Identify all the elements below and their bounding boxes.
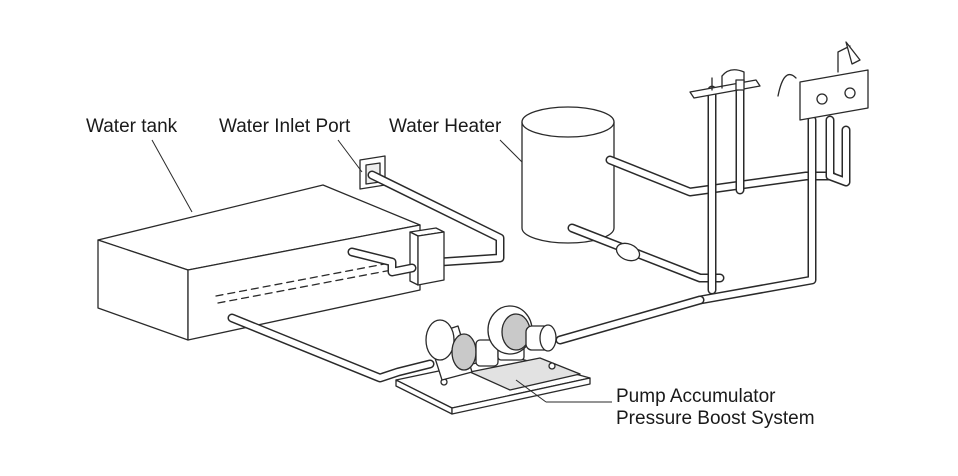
label-water-heater: Water Heater xyxy=(389,116,502,137)
label-pump-accumulator: Pump Accumulator Pressure Boost System xyxy=(616,386,815,430)
hot-water-pipe xyxy=(610,160,832,192)
tank-outlet-pipe xyxy=(352,252,412,272)
accumulator xyxy=(488,306,556,354)
junction-box xyxy=(410,228,444,285)
supply-pipe xyxy=(232,300,700,378)
riser-pipes xyxy=(700,88,846,300)
water-tank xyxy=(98,185,420,340)
sink-faucet xyxy=(690,70,796,98)
label-water-tank: Water tank xyxy=(86,116,178,137)
label-pump-line1: Pump Accumulator xyxy=(616,386,776,407)
label-water-inlet-port: Water Inlet Port xyxy=(219,116,351,137)
shower-fixture xyxy=(800,42,868,120)
pump-base-plate xyxy=(396,356,590,414)
label-pump-line2: Pressure Boost System xyxy=(616,408,815,429)
water-heater xyxy=(522,107,614,243)
inlet-pipe xyxy=(372,175,500,262)
leader-lines xyxy=(152,140,612,402)
cold-water-pipe xyxy=(572,228,720,278)
